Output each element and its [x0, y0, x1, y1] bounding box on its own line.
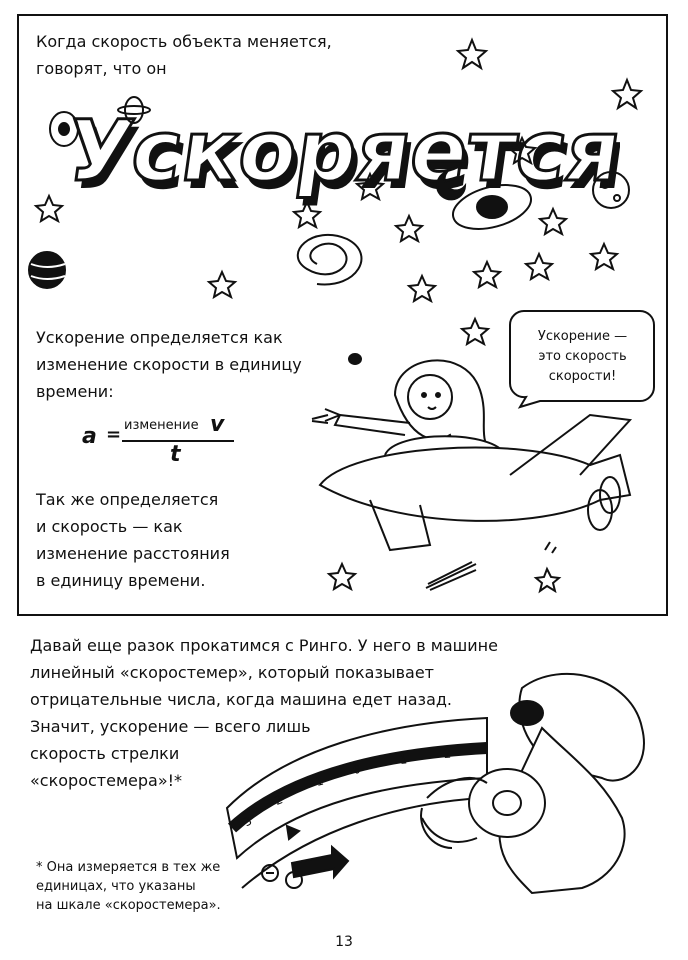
moon-icon [436, 170, 467, 201]
lower-line: линейный «скоростемер», который показыва… [30, 663, 434, 682]
star-icon [523, 251, 555, 282]
star-icon [354, 171, 386, 202]
star-icon [471, 259, 503, 290]
lower-line: скорость стрелки [30, 744, 180, 763]
gauge-label: 0 [352, 762, 362, 777]
velocity-line: и скорость — как [36, 517, 183, 536]
speedometer-illustration: -3 -2 -1 0 1 2 [225, 673, 645, 895]
star-icon [588, 241, 620, 272]
moon-icon [592, 171, 630, 209]
star-icon [610, 77, 644, 111]
intro-text: Когда скорость объекта меняется, говорят… [36, 28, 332, 82]
bubble-line: скорости! [548, 369, 617, 384]
star-icon [537, 206, 569, 237]
definition-line: Ускорение определяется как [36, 328, 283, 347]
intro-line: говорят, что он [36, 59, 167, 78]
steering-wheel [468, 768, 546, 838]
speech-bubble-text: Ускорение — это скорость скорости! [515, 327, 650, 387]
intro-line: Когда скорость объекта меняется, [36, 32, 332, 51]
ship-body [318, 446, 632, 522]
velocity-line: Так же определяется [36, 490, 219, 509]
velocity-line: изменение расстояния [36, 544, 230, 563]
planet-icon [28, 251, 66, 289]
pointer-icon [285, 824, 301, 841]
page-number: 13 [335, 934, 353, 950]
gauge-labels: -3 -2 -1 0 1 2 [235, 747, 452, 833]
bubble-line: Ускорение — [537, 329, 628, 344]
formula-numerator-text: изменение [124, 418, 199, 433]
title-word-art: Ускоряется Ускоряется [60, 101, 620, 208]
gauge-label: -2 [266, 792, 285, 810]
footnote-line: на шкале «скоростемера». [36, 898, 221, 913]
galaxy-icon [296, 233, 363, 286]
speech-bubble [508, 309, 655, 409]
ring-planet-icon [49, 111, 79, 147]
velocity-line: в единицу времени. [36, 571, 206, 590]
footnote: * Она измеряется в тех же единицах, что … [36, 858, 221, 915]
asteroid-icon [348, 353, 362, 365]
gauge-label: 1 [399, 752, 408, 767]
acceleration-formula: a = изменение v t [82, 412, 282, 472]
comet-icon [425, 561, 477, 591]
gauge-label: -1 [307, 774, 325, 791]
saturn-icon [452, 184, 532, 230]
lower-text: Давай еще разок прокатимся с Ринго. У не… [30, 632, 498, 794]
spaceship-illustration [311, 359, 633, 554]
bubble-line: это скорость [538, 349, 627, 364]
velocity-text: Так же определяется и скорость — как изм… [36, 486, 230, 594]
star-icon [291, 199, 323, 230]
star-icon [459, 316, 491, 347]
formula-numerator-symbol: v [210, 412, 225, 437]
star-icon [326, 561, 358, 592]
footnote-line: * Она измеряется в тех же [36, 860, 221, 875]
needle-arrow-icon [290, 844, 350, 880]
minus-icon [261, 864, 279, 882]
star-icon [33, 193, 65, 224]
girl-face [407, 374, 453, 420]
title-word: Ускоряется [61, 102, 620, 200]
definition-text: Ускорение определяется как изменение ско… [36, 324, 302, 405]
footnote-line: единицах, что указаны [36, 879, 196, 894]
space-decorations [28, 37, 644, 594]
top-panel [17, 14, 668, 616]
lower-line: Давай еще разок прокатимся с Ринго. У не… [30, 636, 498, 655]
formula-lhs: a [82, 424, 97, 449]
definition-line: времени: [36, 382, 114, 401]
star-icon [393, 213, 425, 244]
formula-denominator: t [170, 442, 181, 467]
gauge-label: -3 [235, 814, 254, 833]
definition-line: изменение скорости в единицу [36, 355, 302, 374]
fraction-bar [122, 440, 234, 442]
star-icon [455, 37, 489, 71]
lower-line: Значит, ускорение — всего лишь [30, 717, 311, 736]
dashboard-band [225, 716, 488, 860]
star-icon [206, 269, 238, 300]
star-icon [506, 135, 538, 166]
driver-goggles [510, 700, 544, 726]
gauge-label: 2 [443, 747, 451, 761]
planet-icon [124, 96, 144, 124]
star-icon [406, 273, 438, 304]
girl-arm [324, 408, 411, 436]
lower-line: отрицательные числа, когда машина едет н… [30, 690, 453, 709]
formula-equals: = [106, 424, 122, 445]
star-icon [533, 566, 562, 594]
lower-line: «скоростемера»!* [30, 771, 183, 790]
